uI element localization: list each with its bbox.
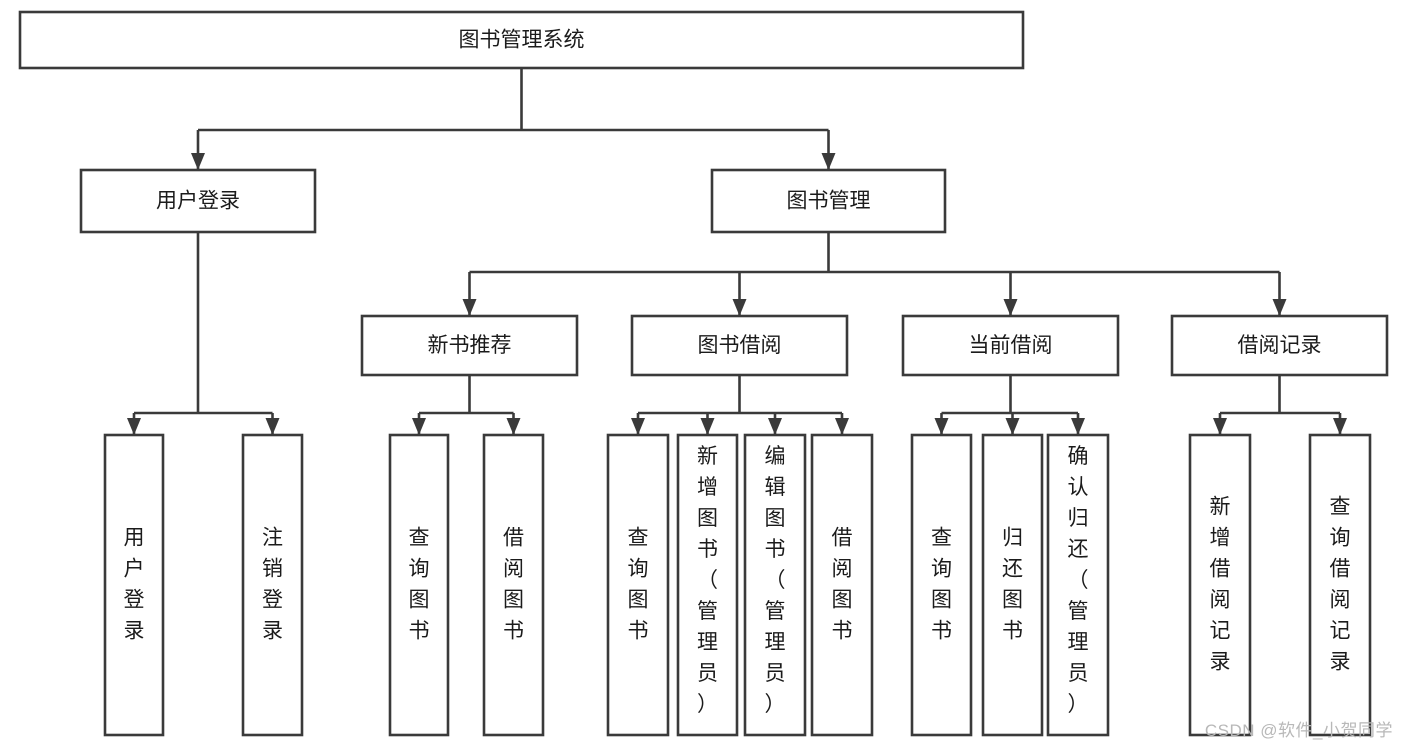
leaf-query-book-rec-label: 查询图书 bbox=[409, 526, 430, 642]
node-current-borrow[interactable]: 当前借阅 bbox=[901, 314, 1120, 377]
node-borrow-record-box bbox=[1170, 314, 1389, 377]
leaf-edit-book[interactable]: 编辑图书（管理员） bbox=[743, 433, 807, 737]
node-root-system-box bbox=[18, 10, 1025, 70]
leaf-query-book-cur-box bbox=[910, 433, 973, 737]
node-root-system[interactable]: 图书管理系统 bbox=[18, 10, 1025, 70]
node-user-login[interactable]: 用户登录 bbox=[79, 168, 317, 234]
leaf-query-book-cur-label: 查询图书 bbox=[931, 526, 952, 642]
leaf-logout-box bbox=[241, 433, 304, 737]
node-layer: 图书管理系统用户登录图书管理新书推荐图书借阅当前借阅借阅记录用户登录注销登录查询… bbox=[18, 10, 1389, 737]
node-new-book-recommend-label: 新书推荐 bbox=[428, 334, 512, 357]
leaf-add-book[interactable]: 新增图书（管理员） bbox=[676, 433, 739, 737]
edge-root-to-level2-arrow-0 bbox=[191, 153, 205, 170]
leaf-query-book-rec[interactable]: 查询图书 bbox=[388, 433, 450, 737]
edge-bookborrow-to-leaves-arrow-3 bbox=[835, 418, 849, 435]
edge-userlogin-to-leaves-arrow-0 bbox=[127, 418, 141, 435]
node-user-login-label: 用户登录 bbox=[156, 190, 240, 213]
edge-currentborrow-to-leaves-arrow-1 bbox=[1005, 418, 1020, 435]
edge-bookmanage-to-level3-arrow-0 bbox=[462, 299, 477, 316]
leaf-confirm-return[interactable]: 确认归还（管理员） bbox=[1046, 433, 1110, 737]
node-root-system-label: 图书管理系统 bbox=[459, 29, 585, 52]
edge-root-to-level2-arrow-1 bbox=[821, 153, 836, 170]
leaf-return-book-box bbox=[981, 433, 1044, 737]
leaf-add-book-box bbox=[676, 433, 739, 737]
edge-bookmanage-to-level3-arrow-3 bbox=[1272, 299, 1287, 316]
edge-currentborrow-to-leaves-arrow-0 bbox=[934, 418, 949, 435]
leaf-borrow-book-rec[interactable]: 借阅图书 bbox=[482, 433, 545, 737]
leaf-borrow-book-brw-label: 借阅图书 bbox=[832, 526, 853, 642]
leaf-query-book-rec-box bbox=[388, 433, 450, 737]
leaf-query-book-brw-label: 查询图书 bbox=[628, 526, 649, 642]
edge-borrowrecord-to-leaves-arrow-1 bbox=[1333, 418, 1347, 435]
leaf-user-login[interactable]: 用户登录 bbox=[103, 433, 165, 737]
leaf-add-record[interactable]: 新增借阅记录 bbox=[1188, 433, 1252, 737]
leaf-query-record[interactable]: 查询借阅记录 bbox=[1308, 433, 1372, 737]
node-book-management-box bbox=[710, 168, 947, 234]
node-borrow-record-label: 借阅记录 bbox=[1238, 334, 1322, 357]
node-book-management-label: 图书管理 bbox=[787, 190, 871, 213]
node-current-borrow-box bbox=[901, 314, 1120, 377]
leaf-edit-book-label: 编辑图书（管理员） bbox=[765, 445, 786, 716]
node-user-login-box bbox=[79, 168, 317, 234]
leaf-user-login-box bbox=[103, 433, 165, 737]
leaf-user-login-label: 用户登录 bbox=[124, 526, 145, 642]
leaf-logout[interactable]: 注销登录 bbox=[241, 433, 304, 737]
leaf-confirm-return-box bbox=[1046, 433, 1110, 737]
leaf-return-book[interactable]: 归还图书 bbox=[981, 433, 1044, 737]
edge-bookborrow-to-leaves-arrow-0 bbox=[631, 418, 645, 435]
leaf-query-record-box bbox=[1308, 433, 1372, 737]
edge-bookmanage-to-level3-arrow-2 bbox=[1003, 299, 1018, 316]
node-current-borrow-label: 当前借阅 bbox=[969, 334, 1053, 357]
leaf-query-record-label: 查询借阅记录 bbox=[1330, 495, 1351, 673]
node-new-book-recommend[interactable]: 新书推荐 bbox=[360, 314, 579, 377]
leaf-logout-label: 注销登录 bbox=[262, 526, 283, 642]
leaf-add-book-label: 新增图书（管理员） bbox=[697, 445, 718, 716]
edge-bookborrow-to-leaves-arrow-2 bbox=[768, 418, 782, 435]
node-book-management[interactable]: 图书管理 bbox=[710, 168, 947, 234]
leaf-borrow-book-rec-box bbox=[482, 433, 545, 737]
node-new-book-recommend-box bbox=[360, 314, 579, 377]
leaf-borrow-book-brw-box bbox=[810, 433, 874, 737]
leaf-confirm-return-label: 确认归还（管理员） bbox=[1068, 445, 1089, 716]
edge-newbook-to-leaves-arrow-0 bbox=[412, 418, 426, 435]
edge-borrowrecord-to-leaves-arrow-0 bbox=[1213, 418, 1227, 435]
leaf-edit-book-box bbox=[743, 433, 807, 737]
leaf-add-record-label: 新增借阅记录 bbox=[1210, 495, 1231, 673]
edge-bookborrow-to-leaves-arrow-1 bbox=[700, 418, 715, 435]
edge-currentborrow-to-leaves-arrow-2 bbox=[1071, 418, 1085, 435]
leaf-borrow-book-brw[interactable]: 借阅图书 bbox=[810, 433, 874, 737]
leaf-add-record-box bbox=[1188, 433, 1252, 737]
node-book-borrow-label: 图书借阅 bbox=[698, 334, 782, 357]
leaf-query-book-brw-box bbox=[606, 433, 670, 737]
edge-newbook-to-leaves-arrow-1 bbox=[506, 418, 521, 435]
node-borrow-record[interactable]: 借阅记录 bbox=[1170, 314, 1389, 377]
edge-bookmanage-to-level3-arrow-1 bbox=[732, 299, 747, 316]
leaf-query-book-brw[interactable]: 查询图书 bbox=[606, 433, 670, 737]
node-book-borrow-box bbox=[630, 314, 849, 377]
leaf-query-book-cur[interactable]: 查询图书 bbox=[910, 433, 973, 737]
connector-layer bbox=[127, 68, 1347, 435]
leaf-borrow-book-rec-label: 借阅图书 bbox=[503, 526, 524, 642]
edge-userlogin-to-leaves-arrow-1 bbox=[265, 418, 280, 435]
leaf-return-book-label: 归还图书 bbox=[1002, 526, 1023, 642]
node-book-borrow[interactable]: 图书借阅 bbox=[630, 314, 849, 377]
